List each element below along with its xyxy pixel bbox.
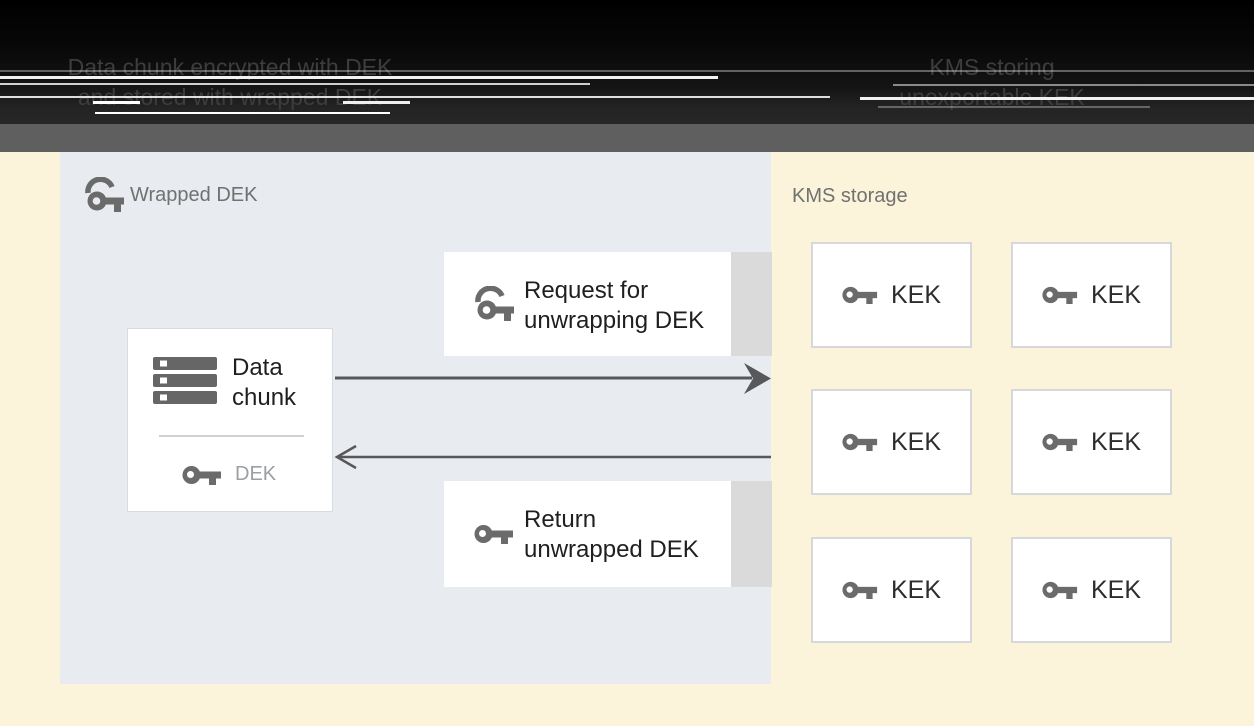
key-icon [1042, 578, 1078, 602]
kek-box: KEK [811, 242, 972, 348]
request-unwrapping-box: Request for unwrapping DEK [444, 252, 731, 356]
request-line1: Request for [524, 277, 649, 304]
kek-label: KEK [890, 575, 942, 604]
key-icon [1042, 283, 1078, 307]
left-caption-line2: and stored with wrapped DEK [77, 84, 383, 110]
key-icon [182, 462, 222, 488]
key-icon [842, 283, 878, 307]
wrapped-dek-title: Wrapped DEK [130, 184, 258, 206]
left-caption-line1: Data chunk encrypted with DEK [67, 54, 393, 80]
right-caption: KMS storing unexportable KEK [800, 52, 1184, 112]
kek-label: KEK [890, 427, 942, 456]
kek-label: KEK [1090, 427, 1142, 456]
kek-label: KEK [890, 280, 942, 309]
return-box-label: Return unwrapped DEK [524, 505, 699, 565]
key-icon [1042, 430, 1078, 454]
wrapped-key-icon [84, 177, 124, 213]
dek-label: DEK [235, 463, 277, 485]
return-line2: unwrapped DEK [524, 536, 699, 563]
return-line1: Return [524, 506, 597, 533]
scanline [95, 112, 390, 114]
data-chunk-line2: chunk [232, 384, 297, 411]
kek-box: KEK [1011, 242, 1172, 348]
data-chunk-box: Data chunk DEK [127, 328, 333, 512]
return-unwrapped-box: Return unwrapped DEK [444, 481, 731, 587]
right-caption-line2: unexportable KEK [899, 84, 1085, 110]
key-icon [842, 430, 878, 454]
kek-label: KEK [1090, 280, 1142, 309]
kek-box: KEK [811, 389, 972, 495]
wrapped-key-icon [474, 286, 514, 322]
kek-box: KEK [1011, 537, 1172, 643]
caption-band: Data chunk encrypted with DEK and stored… [0, 0, 1254, 124]
request-box-label: Request for unwrapping DEK [524, 276, 704, 336]
key-icon [842, 578, 878, 602]
right-caption-line1: KMS storing [929, 54, 1055, 80]
return-box-shade [731, 481, 772, 587]
key-icon [474, 521, 514, 547]
kms-storage-title: KMS storage [792, 185, 908, 207]
data-chunk-line1: Data [232, 354, 283, 381]
data-chunk-divider [159, 435, 304, 437]
kek-box: KEK [1011, 389, 1172, 495]
data-chunk-label: Data chunk [232, 353, 296, 413]
left-caption: Data chunk encrypted with DEK and stored… [38, 52, 422, 112]
data-chunk-icon [153, 357, 217, 405]
request-box-shade [731, 252, 772, 356]
kek-label: KEK [1090, 575, 1142, 604]
divider-bar [0, 124, 1254, 152]
kek-box: KEK [811, 537, 972, 643]
request-line2: unwrapping DEK [524, 307, 705, 334]
